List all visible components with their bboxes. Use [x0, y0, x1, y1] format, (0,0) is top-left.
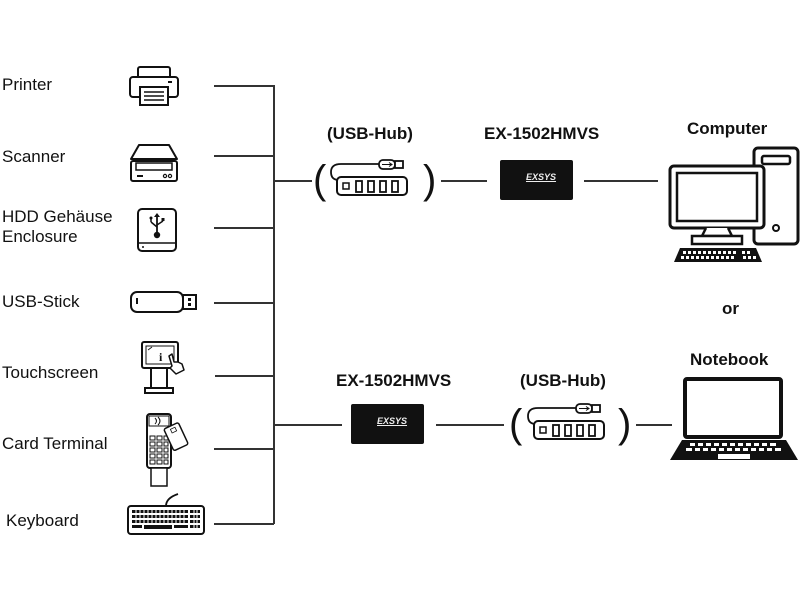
device-label-printer: Printer [2, 75, 53, 94]
device-label-keyboard: Keyboard [6, 511, 79, 530]
usb-hub-icon [527, 403, 605, 440]
usb-stick-icon [130, 291, 197, 313]
connector-top-hub-to-extender [441, 180, 487, 182]
notebook-label: Notebook [690, 350, 769, 369]
device-label-hdd-line1: HDD Gehäuse [2, 207, 113, 226]
top-hub-label: (USB-Hub) [327, 124, 413, 143]
device-label-hdd-line2: Enclosure [2, 227, 78, 246]
notebook-icon [670, 377, 798, 460]
connector-bus-to-bottom-extender [274, 424, 342, 426]
connector-keyboard [214, 523, 274, 525]
top-extender-device: EXSYS [500, 160, 573, 200]
connector-scanner [214, 155, 274, 157]
connector-bottom-hub-to-notebook [636, 424, 672, 426]
connector-printer [214, 85, 274, 87]
connector-bus-to-top-hub [274, 180, 312, 182]
bus-line [273, 85, 275, 524]
connector-bottom-extender-to-hub [436, 424, 504, 426]
touchscreen-kiosk-icon: i [141, 341, 185, 394]
bottom-hub-paren-right: ) [618, 402, 632, 446]
top-hub-paren-left: ( [313, 158, 327, 202]
top-extender-label: EX-1502HMVS [484, 124, 600, 143]
desktop-computer-icon [668, 146, 800, 262]
connector-hdd [214, 227, 274, 229]
device-label-usb-stick: USB-Stick [2, 292, 80, 311]
hdd-enclosure-icon [137, 208, 177, 252]
printer-icon [129, 66, 179, 106]
connector-usb-stick [214, 302, 274, 304]
exsys-logo: EXSYS [377, 416, 408, 426]
top-hub-paren-right: ) [423, 158, 437, 202]
connector-touchscreen [215, 375, 274, 377]
usb-hub-icon [330, 159, 408, 196]
connector-card-terminal [214, 448, 274, 450]
device-label-card-terminal: Card Terminal [2, 434, 108, 453]
bottom-extender-device: EXSYS [351, 404, 424, 444]
card-terminal-icon [146, 413, 189, 487]
svg-text:i: i [159, 350, 163, 364]
exsys-logo: EXSYS [526, 172, 557, 182]
device-label-touchscreen: Touchscreen [2, 363, 99, 382]
connector-top-extender-to-computer [584, 180, 658, 182]
scanner-icon [130, 144, 178, 182]
device-label-scanner: Scanner [2, 147, 66, 166]
or-separator: or [722, 299, 739, 318]
bottom-hub-label: (USB-Hub) [520, 371, 606, 390]
bottom-extender-label: EX-1502HMVS [336, 371, 452, 390]
keyboard-icon [127, 493, 205, 535]
computer-label: Computer [687, 119, 768, 138]
bottom-hub-paren-left: ( [509, 402, 523, 446]
